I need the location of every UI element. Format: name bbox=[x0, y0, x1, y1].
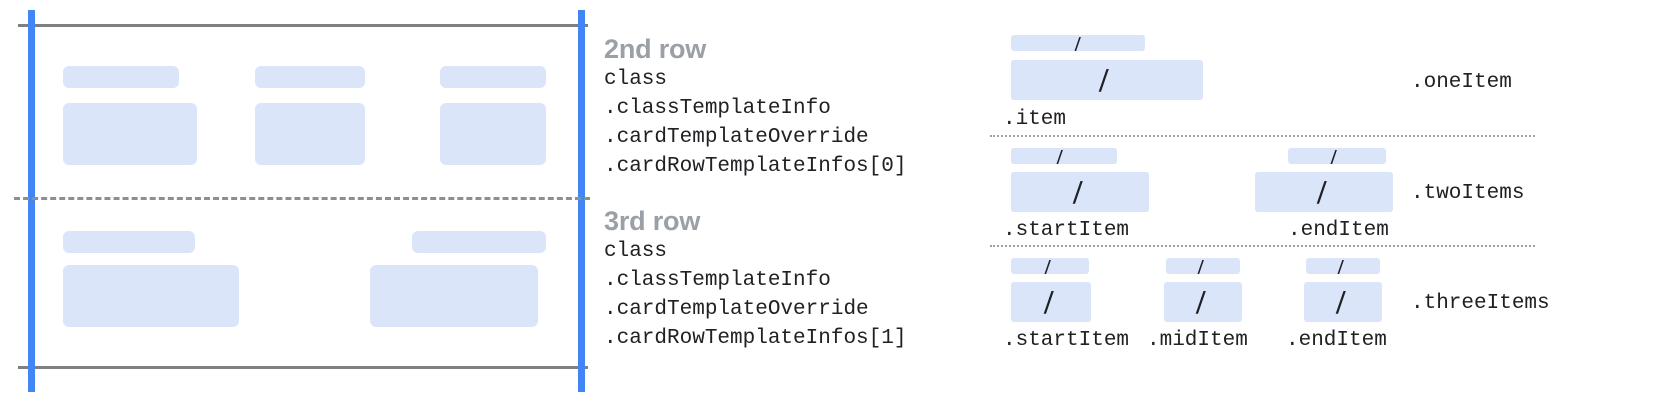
row2-col1-label-block bbox=[63, 231, 195, 253]
row2-col2-label-block bbox=[412, 231, 546, 253]
slash-glyph: / bbox=[1044, 258, 1051, 274]
slash-glyph: / bbox=[1056, 148, 1063, 164]
slash-glyph: / bbox=[1074, 35, 1081, 51]
row-path-line: .classTemplateInfo bbox=[604, 97, 831, 120]
twoitems-enditem-caption: .endItem bbox=[1288, 219, 1389, 242]
oneitem-item-caption: .item bbox=[1003, 108, 1067, 131]
slash-glyph: / bbox=[1099, 62, 1109, 99]
row-path-line: class bbox=[604, 68, 668, 91]
row1-col1-value-block bbox=[63, 103, 197, 165]
oneitem-item-top-block: / bbox=[1011, 35, 1145, 51]
row-annotation-3rd: 3rd row class .classTemplateInfo .cardTe… bbox=[604, 205, 964, 353]
row-path-line: .cardRowTemplateInfos[0] bbox=[604, 155, 907, 178]
twoitems-startitem-caption: .startItem bbox=[1003, 219, 1130, 242]
slash-glyph: / bbox=[1330, 148, 1337, 164]
row1-col3-label-block bbox=[440, 66, 546, 88]
row-path-line: .cardRowTemplateInfos[1] bbox=[604, 327, 907, 350]
row-path-line: .cardTemplateOverride bbox=[604, 126, 869, 149]
row2-col1-value-block bbox=[63, 265, 239, 327]
row-annotation-2nd: 2nd row class .classTemplateInfo .cardTe… bbox=[604, 33, 964, 181]
slash-glyph: / bbox=[1073, 174, 1083, 211]
threeitems-startitem-caption: .startItem bbox=[1003, 329, 1130, 352]
threeitems-enditem-bottom-block: / bbox=[1304, 282, 1382, 322]
twoitems-enditem-top-block: / bbox=[1288, 148, 1386, 164]
card-top-rule bbox=[18, 24, 588, 27]
twoitems-startitem-top-block: / bbox=[1011, 148, 1117, 164]
threeitems-enditem-top-block: / bbox=[1306, 258, 1380, 274]
card-row-divider bbox=[14, 197, 590, 200]
card-bottom-rule bbox=[18, 366, 588, 369]
oneitem-item-bottom-block: / bbox=[1011, 60, 1203, 100]
group-divider-1 bbox=[990, 135, 1535, 137]
group-divider-2 bbox=[990, 245, 1535, 247]
threeitems-group-label: .threeItems bbox=[1411, 292, 1550, 315]
slash-glyph: / bbox=[1337, 258, 1344, 274]
row1-col3-value-block bbox=[440, 103, 546, 165]
row1-col2-value-block bbox=[255, 103, 365, 165]
row1-col2-label-block bbox=[255, 66, 365, 88]
card-right-edge-highlight bbox=[578, 10, 585, 392]
threeitems-miditem-caption: .midItem bbox=[1147, 329, 1248, 352]
row-heading: 2nd row bbox=[604, 34, 707, 64]
threeitems-startitem-bottom-block: / bbox=[1011, 282, 1091, 322]
row-path-line: class bbox=[604, 240, 668, 263]
slash-glyph: / bbox=[1196, 284, 1206, 321]
slash-glyph: / bbox=[1044, 284, 1054, 321]
oneitem-group-label: .oneItem bbox=[1411, 71, 1512, 94]
slash-glyph: / bbox=[1317, 174, 1327, 211]
threeitems-miditem-bottom-block: / bbox=[1164, 282, 1242, 322]
twoitems-enditem-bottom-block: / bbox=[1255, 172, 1393, 212]
card-left-edge-highlight bbox=[28, 10, 35, 392]
slash-glyph: / bbox=[1197, 258, 1204, 274]
row-path-line: .classTemplateInfo bbox=[604, 269, 831, 292]
row1-col1-label-block bbox=[63, 66, 179, 88]
threeitems-enditem-caption: .endItem bbox=[1286, 329, 1387, 352]
slash-glyph: / bbox=[1336, 284, 1346, 321]
twoitems-group-label: .twoItems bbox=[1411, 182, 1525, 205]
twoitems-startitem-bottom-block: / bbox=[1011, 172, 1149, 212]
threeitems-startitem-top-block: / bbox=[1011, 258, 1089, 274]
threeitems-miditem-top-block: / bbox=[1166, 258, 1240, 274]
row2-col2-value-block bbox=[370, 265, 538, 327]
row-path-line: .cardTemplateOverride bbox=[604, 298, 869, 321]
row-heading: 3rd row bbox=[604, 206, 701, 236]
